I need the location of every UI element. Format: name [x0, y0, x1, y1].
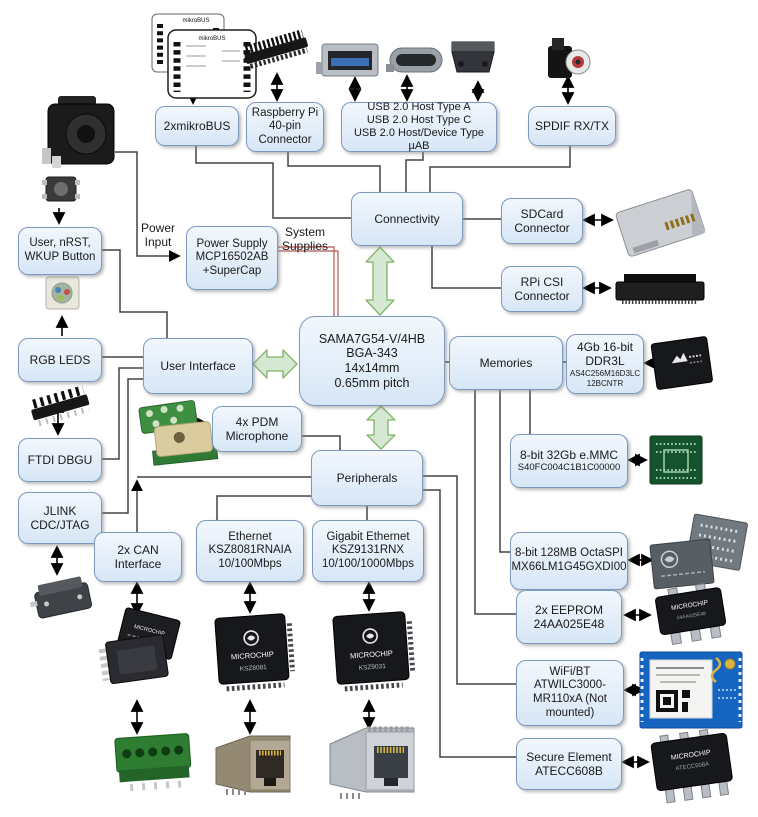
- rgb-led-image: [45, 276, 80, 310]
- pdm-mic-image: [138, 400, 219, 466]
- bus-arrows-group: [252, 246, 396, 450]
- ddr3l-chip-image: [650, 336, 713, 390]
- push-button-image: [42, 176, 80, 202]
- ksz9031-chip-image: MICROCHIP KSZ9031: [332, 611, 416, 692]
- csi-connector-image: [615, 274, 705, 304]
- mikrobus-logo-text2: mikroBUS: [198, 36, 225, 42]
- microchip-logo-text4: MICROCHIP: [231, 650, 274, 662]
- node-rpi-40pin-connector: Raspberry Pi 40-pin Connector: [246, 102, 324, 152]
- node-rgb-leds: RGB LEDS: [18, 338, 102, 382]
- node-secure-element: Secure Element ATECC608B: [516, 738, 622, 790]
- node-rpi-40pin-label: Raspberry Pi 40-pin Connector: [251, 106, 319, 146]
- emmc-chip-image: [649, 435, 703, 485]
- bus-arrow-peripherals-icon: [366, 405, 396, 450]
- node-ftdi-dbgu-label: FTDI DBGU: [27, 452, 93, 467]
- jtag-connector-image: [29, 576, 93, 619]
- node-spdif-label: SPDIF RX/TX: [534, 118, 609, 133]
- node-wifi-bt-label: WiFi/BT ATWILC3000- MR110xA (Not mounted…: [533, 665, 607, 719]
- ksz8081-marking-text: KSZ8081: [240, 664, 268, 673]
- node-ethernet: Ethernet KSZ8081RNAIA 10/100Mbps: [196, 520, 304, 582]
- node-power-supply: Power Supply MCP16502AB +SuperCap: [186, 226, 278, 290]
- node-eeprom: 2x EEPROM 24AA025E48: [516, 590, 622, 644]
- node-wifi-bt: WiFi/BT ATWILC3000- MR110xA (Not mounted…: [516, 660, 624, 726]
- wires-group: [100, 144, 571, 758]
- node-jlink-label: JLINK CDC/JTAG: [30, 503, 90, 532]
- node-connectivity-label: Connectivity: [374, 211, 440, 226]
- node-octaspi-label: 8-bit 128MB OctaSPI MX66LM1G45GXDI00: [511, 547, 627, 573]
- node-can-interface: 2x CAN Interface: [94, 532, 182, 582]
- node-user-interface: User Interface: [143, 338, 253, 394]
- label-power-input: Power Input: [140, 221, 175, 249]
- node-emmc-part: S40FC004C1B1C00000: [517, 462, 621, 474]
- node-user-wkup-label: User, nRST, WKUP Button: [24, 237, 96, 263]
- node-connectivity: Connectivity: [351, 192, 463, 246]
- node-can-interface-label: 2x CAN Interface: [114, 542, 162, 571]
- node-pdm-microphone: 4x PDM Microphone: [212, 406, 302, 452]
- node-gigabit-ethernet: Gigabit Ethernet KSZ9131RNX 10/100/1000M…: [312, 520, 424, 582]
- node-sama7g54-label: SAMA7G54-V/4HB BGA-343 14x14mm 0.65mm pi…: [318, 331, 426, 390]
- node-usb-host: USB 2.0 Host Type A USB 2.0 Host Type C …: [341, 101, 497, 152]
- node-secure-element-label: Secure Element ATECC608B: [526, 749, 612, 778]
- ksz9031-marking-text: KSZ9031: [359, 663, 387, 672]
- wifi-module-image: [639, 651, 743, 729]
- node-usb-host-label: USB 2.0 Host Type A USB 2.0 Host Type C …: [353, 101, 485, 152]
- supply-lines-group: [277, 246, 339, 316]
- node-gigabit-ethernet-label: Gigabit Ethernet KSZ9131RNX 10/100/1000M…: [321, 530, 415, 570]
- node-ddr3l-part: AS4C256M16D3LC 12BCNTR: [569, 369, 641, 388]
- node-jlink: JLINK CDC/JTAG: [18, 492, 102, 544]
- mikrobus-sockets-image: mikroBUS mikroBUS: [151, 13, 257, 99]
- node-2xmikrobus: 2xmikroBUS: [155, 106, 239, 146]
- node-octaspi: 8-bit 128MB OctaSPI MX66LM1G45GXDI00: [510, 532, 628, 590]
- usb-microab-image: [451, 41, 495, 73]
- node-rpi-csi-connector: RPi CSI Connector: [501, 266, 583, 312]
- node-2xmikrobus-label: 2xmikroBUS: [163, 118, 231, 133]
- octaspi-chips-image: [649, 513, 748, 590]
- node-user-interface-label: User Interface: [160, 358, 236, 373]
- dc-jack-image: [42, 96, 115, 168]
- node-peripherals: Peripherals: [311, 450, 423, 506]
- eeprom-chip-image: MICROCHIP 24AA025E48: [655, 583, 727, 645]
- node-peripherals-label: Peripherals: [336, 470, 398, 485]
- terminal-block-image: [114, 733, 192, 792]
- node-spdif: SPDIF RX/TX: [528, 106, 616, 146]
- node-sama7g54: SAMA7G54-V/4HB BGA-343 14x14mm 0.65mm pi…: [299, 316, 445, 406]
- secure-element-chip-image: MICROCHIP ATECC608A: [650, 728, 733, 804]
- node-rgb-leds-label: RGB LEDS: [29, 352, 91, 367]
- node-rpi-csi-label: RPi CSI Connector: [514, 274, 570, 303]
- rpi-header-image: [244, 29, 308, 69]
- node-emmc-label: 8-bit 32Gb e.MMC: [519, 447, 619, 462]
- microchip-logo-text5: MICROCHIP: [350, 648, 393, 660]
- bus-arrow-connectivity-icon: [365, 246, 395, 316]
- node-sdcard-label: SDCard Connector: [514, 206, 570, 235]
- usb-a-image: [316, 43, 379, 77]
- atecc-marking-text: ATECC608A: [675, 762, 709, 773]
- node-eeprom-label: 2x EEPROM 24AA025E48: [533, 602, 605, 631]
- eeprom-marking-text: 24AA025E48: [676, 611, 706, 622]
- node-user-wkup-button: User, nRST, WKUP Button: [18, 227, 102, 275]
- rj45-jack-image: [215, 735, 291, 795]
- label-system-supplies: System Supplies: [281, 225, 329, 253]
- node-sdcard-connector: SDCard Connector: [501, 198, 583, 244]
- spdif-rca-image: [548, 38, 591, 78]
- can-transceiver-chips-image: MICROCHIP: [98, 607, 181, 685]
- node-power-supply-label: Power Supply MCP16502AB +SuperCap: [195, 237, 269, 277]
- node-ethernet-label: Ethernet KSZ8081RNAIA 10/100Mbps: [208, 530, 292, 570]
- usb-c-image: [386, 47, 443, 73]
- node-memories: Memories: [449, 336, 563, 390]
- ksz8081-chip-image: MICROCHIP KSZ8081: [214, 613, 296, 692]
- bus-arrow-userinterface-icon: [252, 349, 298, 379]
- node-ddr3l-label: 4Gb 16-bit DDR3L: [576, 340, 634, 369]
- node-ftdi-dbgu: FTDI DBGU: [18, 438, 102, 482]
- rj45-shielded-jack-image: [329, 726, 415, 799]
- node-pdm-microphone-label: 4x PDM Microphone: [225, 414, 289, 443]
- mikrobus-logo-text: mikroBUS: [182, 18, 209, 24]
- node-memories-label: Memories: [479, 355, 533, 370]
- sdcard-slot-image: [615, 188, 706, 257]
- ftdi-header-image: [31, 385, 90, 427]
